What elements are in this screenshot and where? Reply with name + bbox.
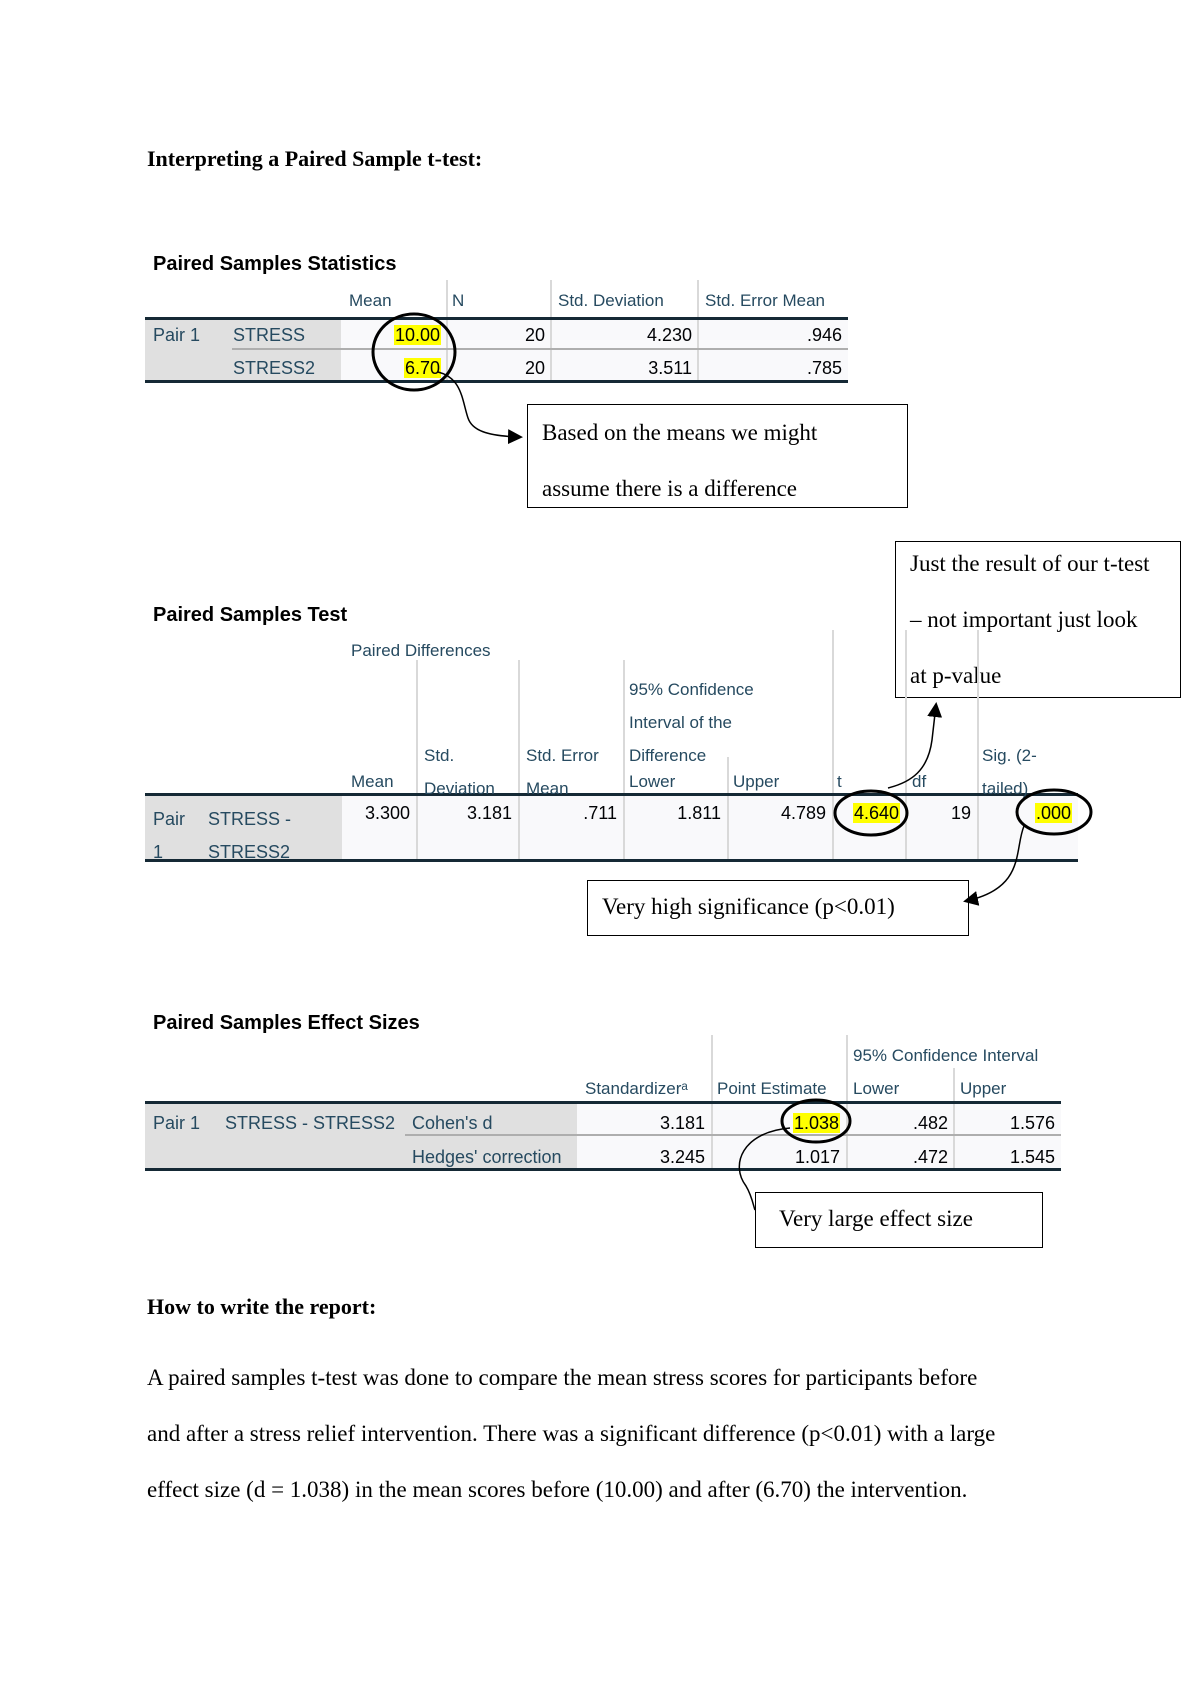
test-header-lower: Lower [629,772,676,791]
stats-header-mean: Mean [349,291,392,310]
test-t-cell: 4.640 [852,803,900,823]
stats-n-cell: 20 [524,325,545,345]
effect-standardizer-cell: 3.245 [659,1147,705,1167]
stats-sd-cell: 4.230 [646,325,692,345]
stats-header-sd: Std. Deviation [558,291,664,310]
effect-measure-label: Hedges' correction [412,1147,562,1167]
test-df-cell: 19 [950,803,971,823]
stats-sem-cell: .946 [806,325,842,345]
test-header-sem: Std. Error Mean [526,746,599,798]
callout-effect-size: Very large effect size [755,1192,1043,1248]
effect-upper-cell: 1.576 [1009,1113,1055,1133]
test-group-header: Paired Differences [351,641,491,660]
effect-pair-label: Pair 1 [153,1113,201,1133]
effect-header-upper: Upper [960,1079,1007,1098]
effect-lower-cell: .472 [912,1147,948,1167]
stats-row-label: STRESS [233,325,306,345]
stats-header-n: N [452,291,465,310]
effect-lower-cell: .482 [912,1113,948,1133]
effect-standardizer-cell: 3.181 [659,1113,705,1133]
stats-mean-cell: 6.70 [403,358,441,378]
stats-sd-cell: 3.511 [648,358,692,378]
test-row-label: STRESS - STRESS2 [208,809,292,862]
report-heading: How to write the report: [147,1294,377,1319]
callout-significance: Very high significance (p<0.01) [587,880,969,936]
effect-point-cell: 1.038 [792,1113,840,1133]
stats-mean-cell: 10.00 [393,325,441,345]
report-paragraph: A paired samples t-test was done to comp… [147,1365,996,1502]
test-header-mean: Mean [351,772,394,791]
effect-ci-header: 95% Confidence Interval [853,1046,1039,1065]
stats-sem-cell: .785 [806,358,842,378]
stats-header-sem: Std. Error Mean [705,291,825,310]
effect-measure-label: Cohen's d [412,1113,493,1133]
effect-header-standardizer: Standardizerᵃ [585,1079,688,1098]
stats-table-title: Paired Samples Statistics [153,253,397,275]
test-mean-cell: 3.300 [364,803,410,823]
test-sem-cell: .711 [583,803,617,823]
test-header-df: df [912,772,927,791]
test-sig-cell: .000 [1034,803,1072,823]
test-header-sd: Std. Deviation [424,746,495,798]
effect-header-lower: Lower [853,1079,900,1098]
test-header-upper: Upper [733,772,780,791]
test-lower-cell: 1.811 [677,803,721,823]
test-header-t: t [837,772,842,791]
test-sd-cell: 3.181 [466,803,512,823]
effect-point-cell: 1.017 [794,1147,840,1167]
effect-upper-cell: 1.545 [1009,1147,1055,1167]
stats-pair-label: Pair 1 [153,325,201,345]
callout-means: Based on the means we might assume there… [527,404,908,508]
test-upper-cell: 4.789 [780,803,826,823]
page-heading: Interpreting a Paired Sample t-test: [147,146,483,171]
test-ci-header: 95% Confidence Interval of the Differenc… [629,680,754,765]
test-table-title: Paired Samples Test [153,604,348,626]
effect-header-point: Point Estimate [717,1079,827,1098]
test-header-sig: Sig. (2- tailed) [982,746,1037,798]
stats-n-cell: 20 [524,358,545,378]
callout-ttest: Just the result of our t-test – not impo… [895,541,1181,698]
effect-table-title: Paired Samples Effect Sizes [153,1012,420,1034]
stats-row-label: STRESS2 [233,358,316,378]
effect-row-label: STRESS - STRESS2 [225,1113,396,1133]
test-pair-label: Pair 1 [153,809,186,862]
